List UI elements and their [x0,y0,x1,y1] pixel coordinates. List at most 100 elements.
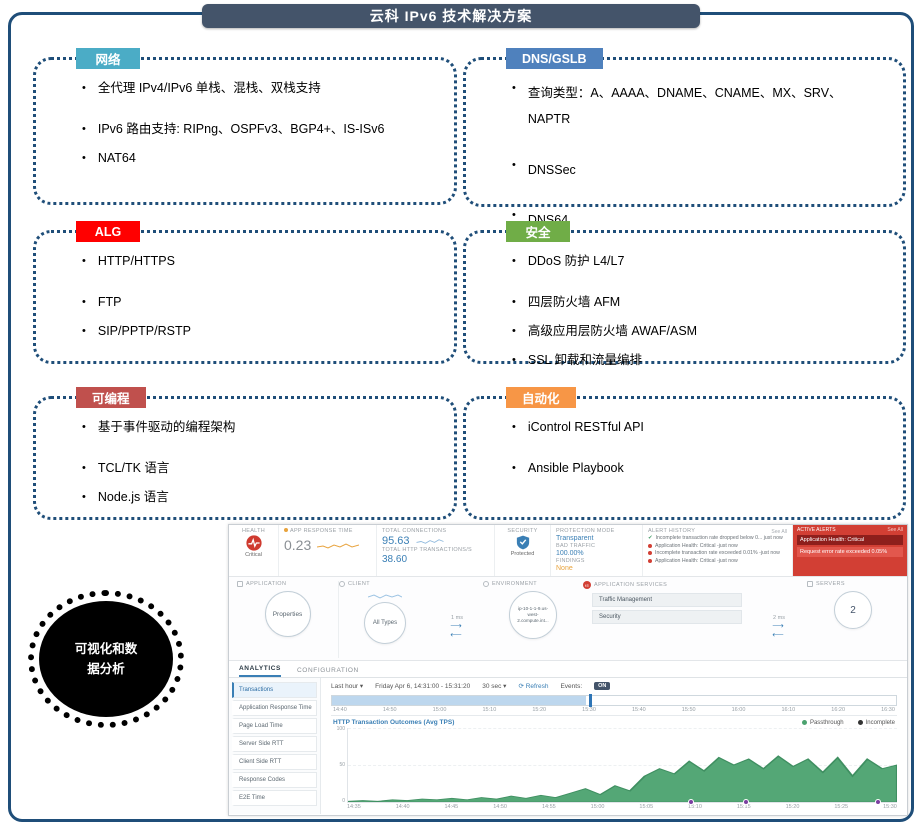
protection-mode-label: PROTECTION MODE [556,528,615,534]
arrow-right-icon: ⟶ [450,620,464,630]
error-dot-icon [648,551,652,555]
health-panel: HEALTH Critical [229,525,279,576]
bullet-icon: • [512,421,516,433]
alert-history-item: Incomplete transaction rate exceeded 0.0… [648,550,787,556]
environment-node[interactable]: ip-10-1-1-9.us-west-2.compute.int... [509,591,557,639]
visualization-ellipse-label: 可视化和数 据分析 [39,601,173,717]
date-range: Friday Apr 6, 14:31:00 - 15:31:20 [375,682,471,690]
feature-box-dns-gslb-tab: DNS/GSLB [506,48,603,69]
http-transaction-chart: HTTP Transaction Outcomes (Avg TPS) Pass… [331,715,897,810]
service-row[interactable]: Security [592,610,742,624]
feature-box-programmable-tab: 可编程 [76,387,146,408]
protection-mode-value: Transparent [556,535,594,542]
arrow-left-icon: ⟵ [450,629,464,639]
chart-legend: Passthrough Incomplete [801,720,895,726]
connections-sparkline [415,538,444,544]
event-marker[interactable] [743,799,750,805]
shield-icon [500,535,545,550]
list-item: •DNSSec [512,157,877,183]
service-row[interactable]: Traffic Management [592,593,742,607]
error-dot-icon [648,558,652,563]
feature-list: •HTTP/HTTPS •FTP •SIP/PPTP/RSTP [36,233,454,340]
bullet-icon: • [82,122,86,135]
topology-client: CLIENT All Types [339,581,431,658]
findings-label: FINDINGS [556,558,585,564]
bullet-icon: • [82,461,86,474]
dashboard-tabs: ANALYTICS CONFIGURATION [229,661,907,678]
sidebar-item-server-side-rtt[interactable]: Server Side RTT [232,736,317,752]
range-select[interactable]: Last hour ▾ [331,683,364,690]
legend-item: Passthrough [801,720,844,726]
client-node[interactable]: All Types [364,602,406,644]
sidebar-item-response-codes[interactable]: Response Codes [232,772,317,788]
list-item: •DDoS 防护 L4/L7 [512,254,625,268]
app-response-sparkline [317,542,360,549]
chart-title: HTTP Transaction Outcomes (Avg TPS) [333,719,455,726]
list-item: •查询类型：A、AAAA、DNAME、CNAME、MX、SRV、NAPTR [512,80,877,133]
total-http-value: 38.60 [382,554,408,565]
legend-dot-icon [857,720,863,725]
list-item: •全代理 IPv4/IPv6 单栈、混栈、双栈支持 [82,81,321,95]
feature-list: •DDoS 防护 L4/L7 •四层防火墙 AFM •高级应用层防火墙 AWAF… [466,233,903,369]
interval-select[interactable]: 30 sec ▾ [482,683,507,690]
feature-box-security: 安全 •DDoS 防护 L4/L7 •四层防火墙 AFM •高级应用层防火墙 A… [463,221,906,367]
list-item: •IPv6 路由支持: RIPng、OSPFv3、BGP4+、IS-ISv6 [82,121,385,136]
feature-box-alg-tab: ALG [76,221,140,242]
sidebar-item-e2e-time[interactable]: E2E Time [232,790,317,806]
event-marker[interactable] [875,799,882,805]
events-toggle[interactable]: ON [594,682,611,690]
app-response-panel: APP RESPONSE TIME 0.23 [279,525,377,576]
feature-list: •全代理 IPv4/IPv6 单栈、混栈、双栈支持 •IPv6 路由支持: RI… [36,60,454,167]
sidebar-item-app-response-time[interactable]: Application Response Time [232,700,317,716]
list-item: •Node.js 语言 [82,489,169,504]
timeline-scrubber[interactable] [331,694,897,707]
alert-history-see-all-link[interactable]: See All [771,528,787,535]
sidebar-item-transactions[interactable]: Transactions [232,682,317,698]
feature-list: •基于事件驱动的编程架构 •TCL/TK 语言 •Node.js 语言 [36,399,454,506]
tab-analytics[interactable]: ANALYTICS [239,665,281,677]
active-alerts-see-all-link[interactable]: See All [887,527,903,533]
total-http-label: TOTAL HTTP TRANSACTIONS/S [382,547,473,553]
topology-row: APPLICATION Properties CLIENT All Types … [229,577,907,661]
cloud-icon [483,581,489,587]
total-connections-label: TOTAL CONNECTIONS [382,528,447,534]
sidebar-item-page-load-time[interactable]: Page Load Time [232,718,317,734]
metric-dot-icon [284,528,288,532]
app-response-value: 0.23 [284,537,312,553]
feature-list: •iControl RESTful API •Ansible Playbook [466,399,903,477]
tab-configuration[interactable]: CONFIGURATION [297,667,359,674]
timeline-selected-range [332,696,586,705]
client-env-link: 1 ms ⟶ ⟵ [431,581,483,658]
list-item: •SIP/PPTP/RSTP [82,323,191,338]
list-item: •基于事件驱动的编程架构 [82,420,236,434]
latency-label: 1 ms [451,614,463,621]
refresh-button[interactable]: ⟳ Refresh [518,683,549,690]
alert-history-item: Application Health: Critical -just now [648,543,787,549]
feature-box-automation: 自动化 •iControl RESTful API •Ansible Playb… [463,387,906,520]
security-status: Protected [510,551,535,557]
bullet-icon: • [512,324,516,337]
list-item: •高级应用层防火墙 AWAF/ASM [512,323,698,338]
alert-history-item: Application Health: Critical -just now [648,558,787,564]
client-sparkline [368,594,402,599]
bullet-icon: • [82,490,86,503]
bullet-icon: • [82,295,86,308]
list-item: •Ansible Playbook [512,460,624,475]
event-marker[interactable] [688,799,695,805]
client-icon [339,581,345,587]
timeline-marker[interactable] [588,694,592,707]
sidebar-item-client-side-rtt[interactable]: Client Side RTT [232,754,317,770]
health-icon [234,535,273,551]
chart-plot-area[interactable]: 100 50 0 [337,726,897,805]
health-label: HEALTH [241,528,266,534]
servers-node[interactable]: 2 [834,591,872,629]
arrow-right-icon: ⟶ [772,620,786,630]
bullet-icon: • [512,461,516,474]
list-item: •HTTP/HTTPS [82,254,175,268]
error-dot-icon [648,543,652,548]
servers-icon [807,581,813,587]
alert-history-label: ALERT HISTORY [648,528,696,534]
properties-node[interactable]: Properties [264,591,311,637]
area-chart-svg [348,755,897,802]
